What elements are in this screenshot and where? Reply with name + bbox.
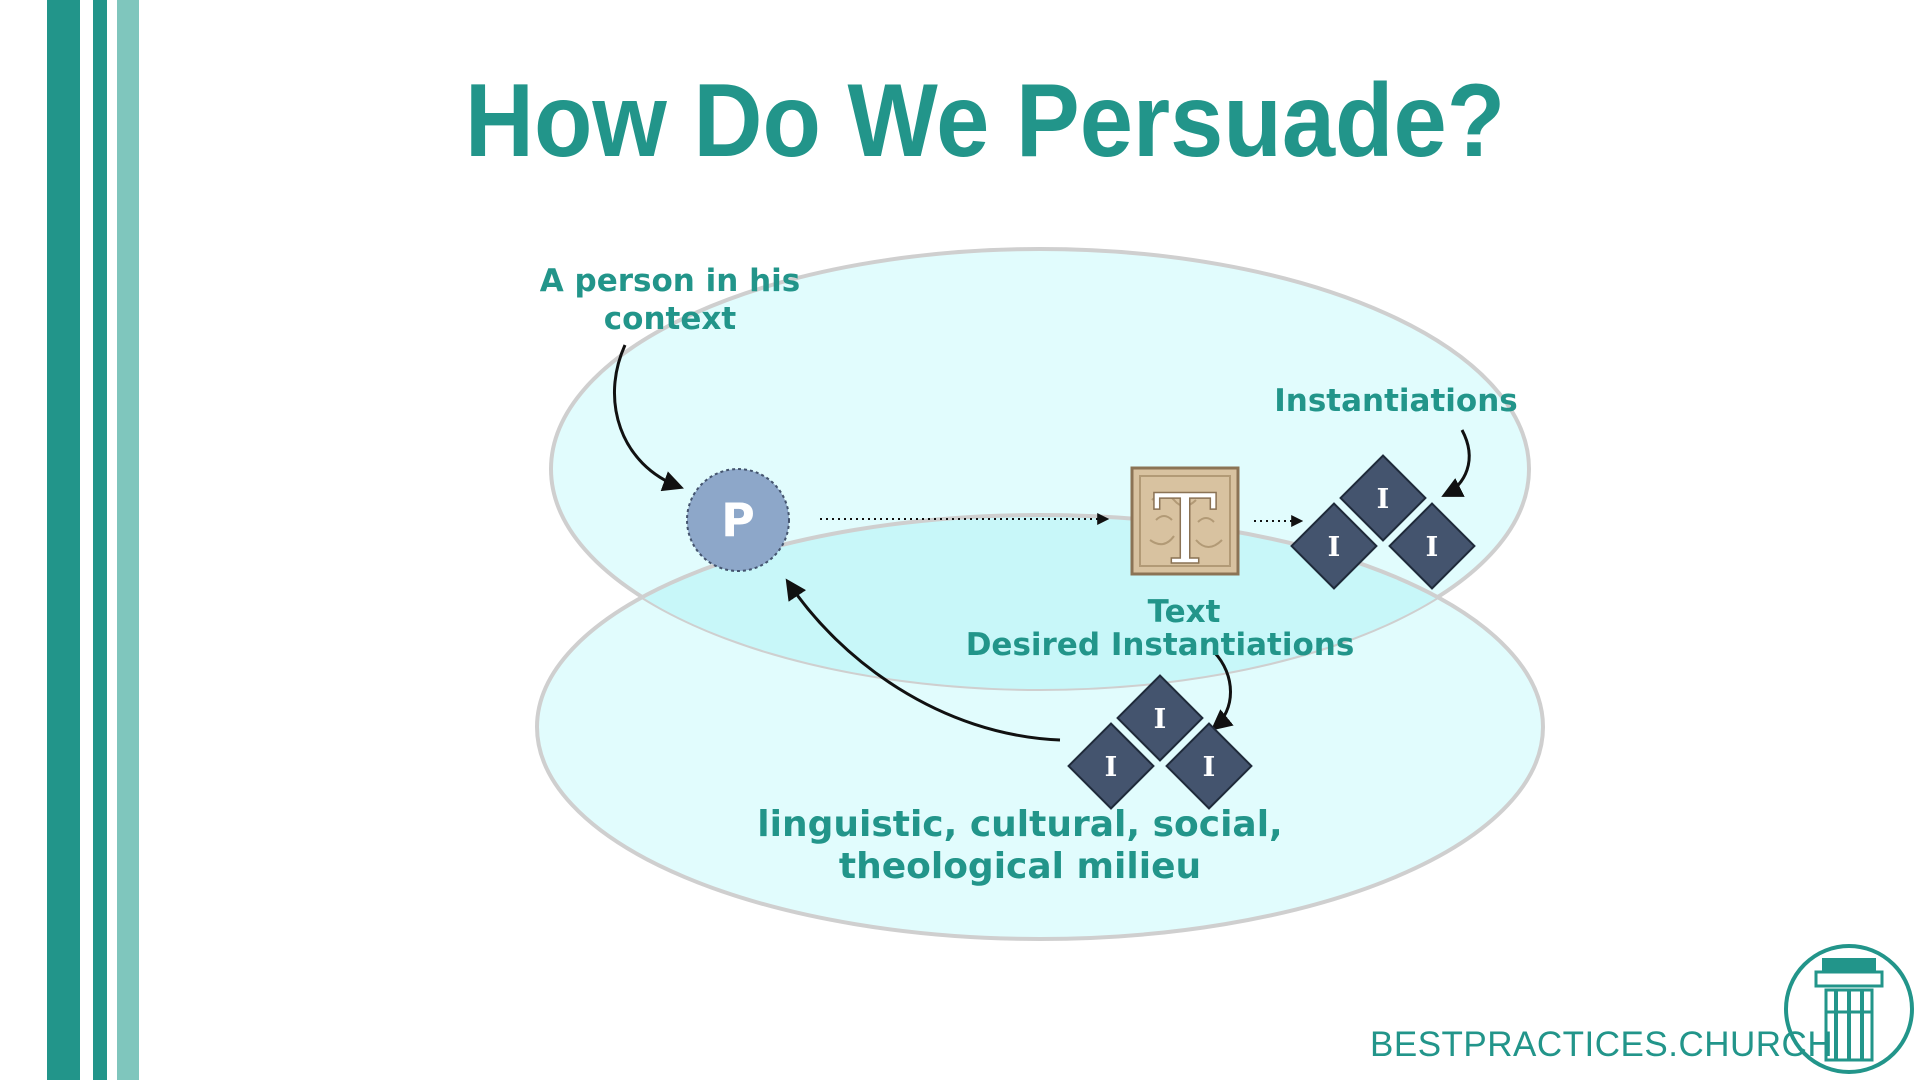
instantiation-letter: I [1154,704,1167,735]
milieu-label: linguistic, cultural, social, theologica… [720,804,1320,888]
text-icon-letter: T [1153,474,1217,586]
person-node: P [687,469,789,571]
instantiation-letter: I [1377,484,1390,515]
instantiation-letter: I [1426,532,1439,563]
instantiations-label: Instantiations [1246,382,1546,420]
text-icon: T [1132,468,1238,586]
desired-instantiations-label: Desired Instantiations [925,626,1395,664]
instantiation-letter: I [1328,532,1341,563]
instantiation-letter: I [1203,752,1216,783]
brand-logo-text: BESTPRACTICES.CHURCH [1370,1025,1833,1065]
instantiation-letter: I [1105,752,1118,783]
person-node-letter: P [721,493,755,547]
person-label: A person in his context [520,262,820,338]
